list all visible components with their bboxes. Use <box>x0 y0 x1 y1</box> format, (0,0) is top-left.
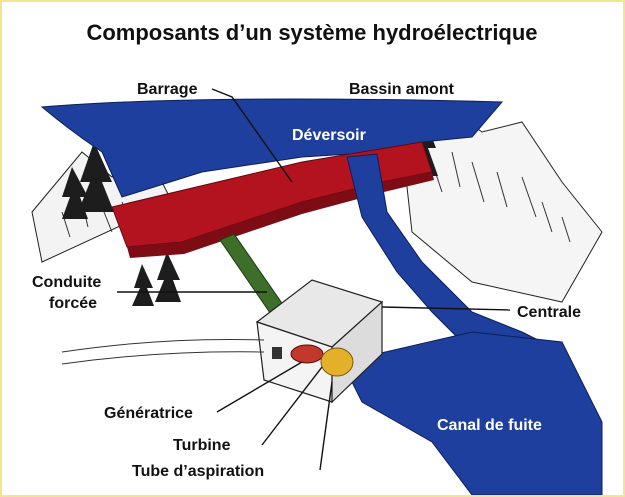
label-deversoir: Déversoir <box>292 127 366 144</box>
label-generatrice: Génératrice <box>104 405 193 422</box>
label-conduite-line1: Conduite <box>32 274 101 291</box>
label-barrage: Barrage <box>137 81 198 98</box>
label-bassin-amont: Bassin amont <box>349 81 455 98</box>
leader-lines <box>117 88 511 471</box>
diagram-title: Composants d’un système hydroélectrique <box>86 20 537 45</box>
label-canal-de-fuite: Canal de fuite <box>437 417 542 434</box>
powerhouse <box>255 279 384 404</box>
generator <box>290 344 324 364</box>
label-conduite-line2: forcée <box>49 295 97 312</box>
label-turbine: Turbine <box>173 437 231 454</box>
spillway-water <box>346 153 544 353</box>
label-centrale: Centrale <box>517 304 581 321</box>
upper-reservoir <box>40 98 504 198</box>
power-lines <box>61 339 265 365</box>
turbine <box>320 347 354 377</box>
label-tube-aspiration: Tube d’aspiration <box>132 463 264 480</box>
tailrace-canal <box>341 331 603 495</box>
